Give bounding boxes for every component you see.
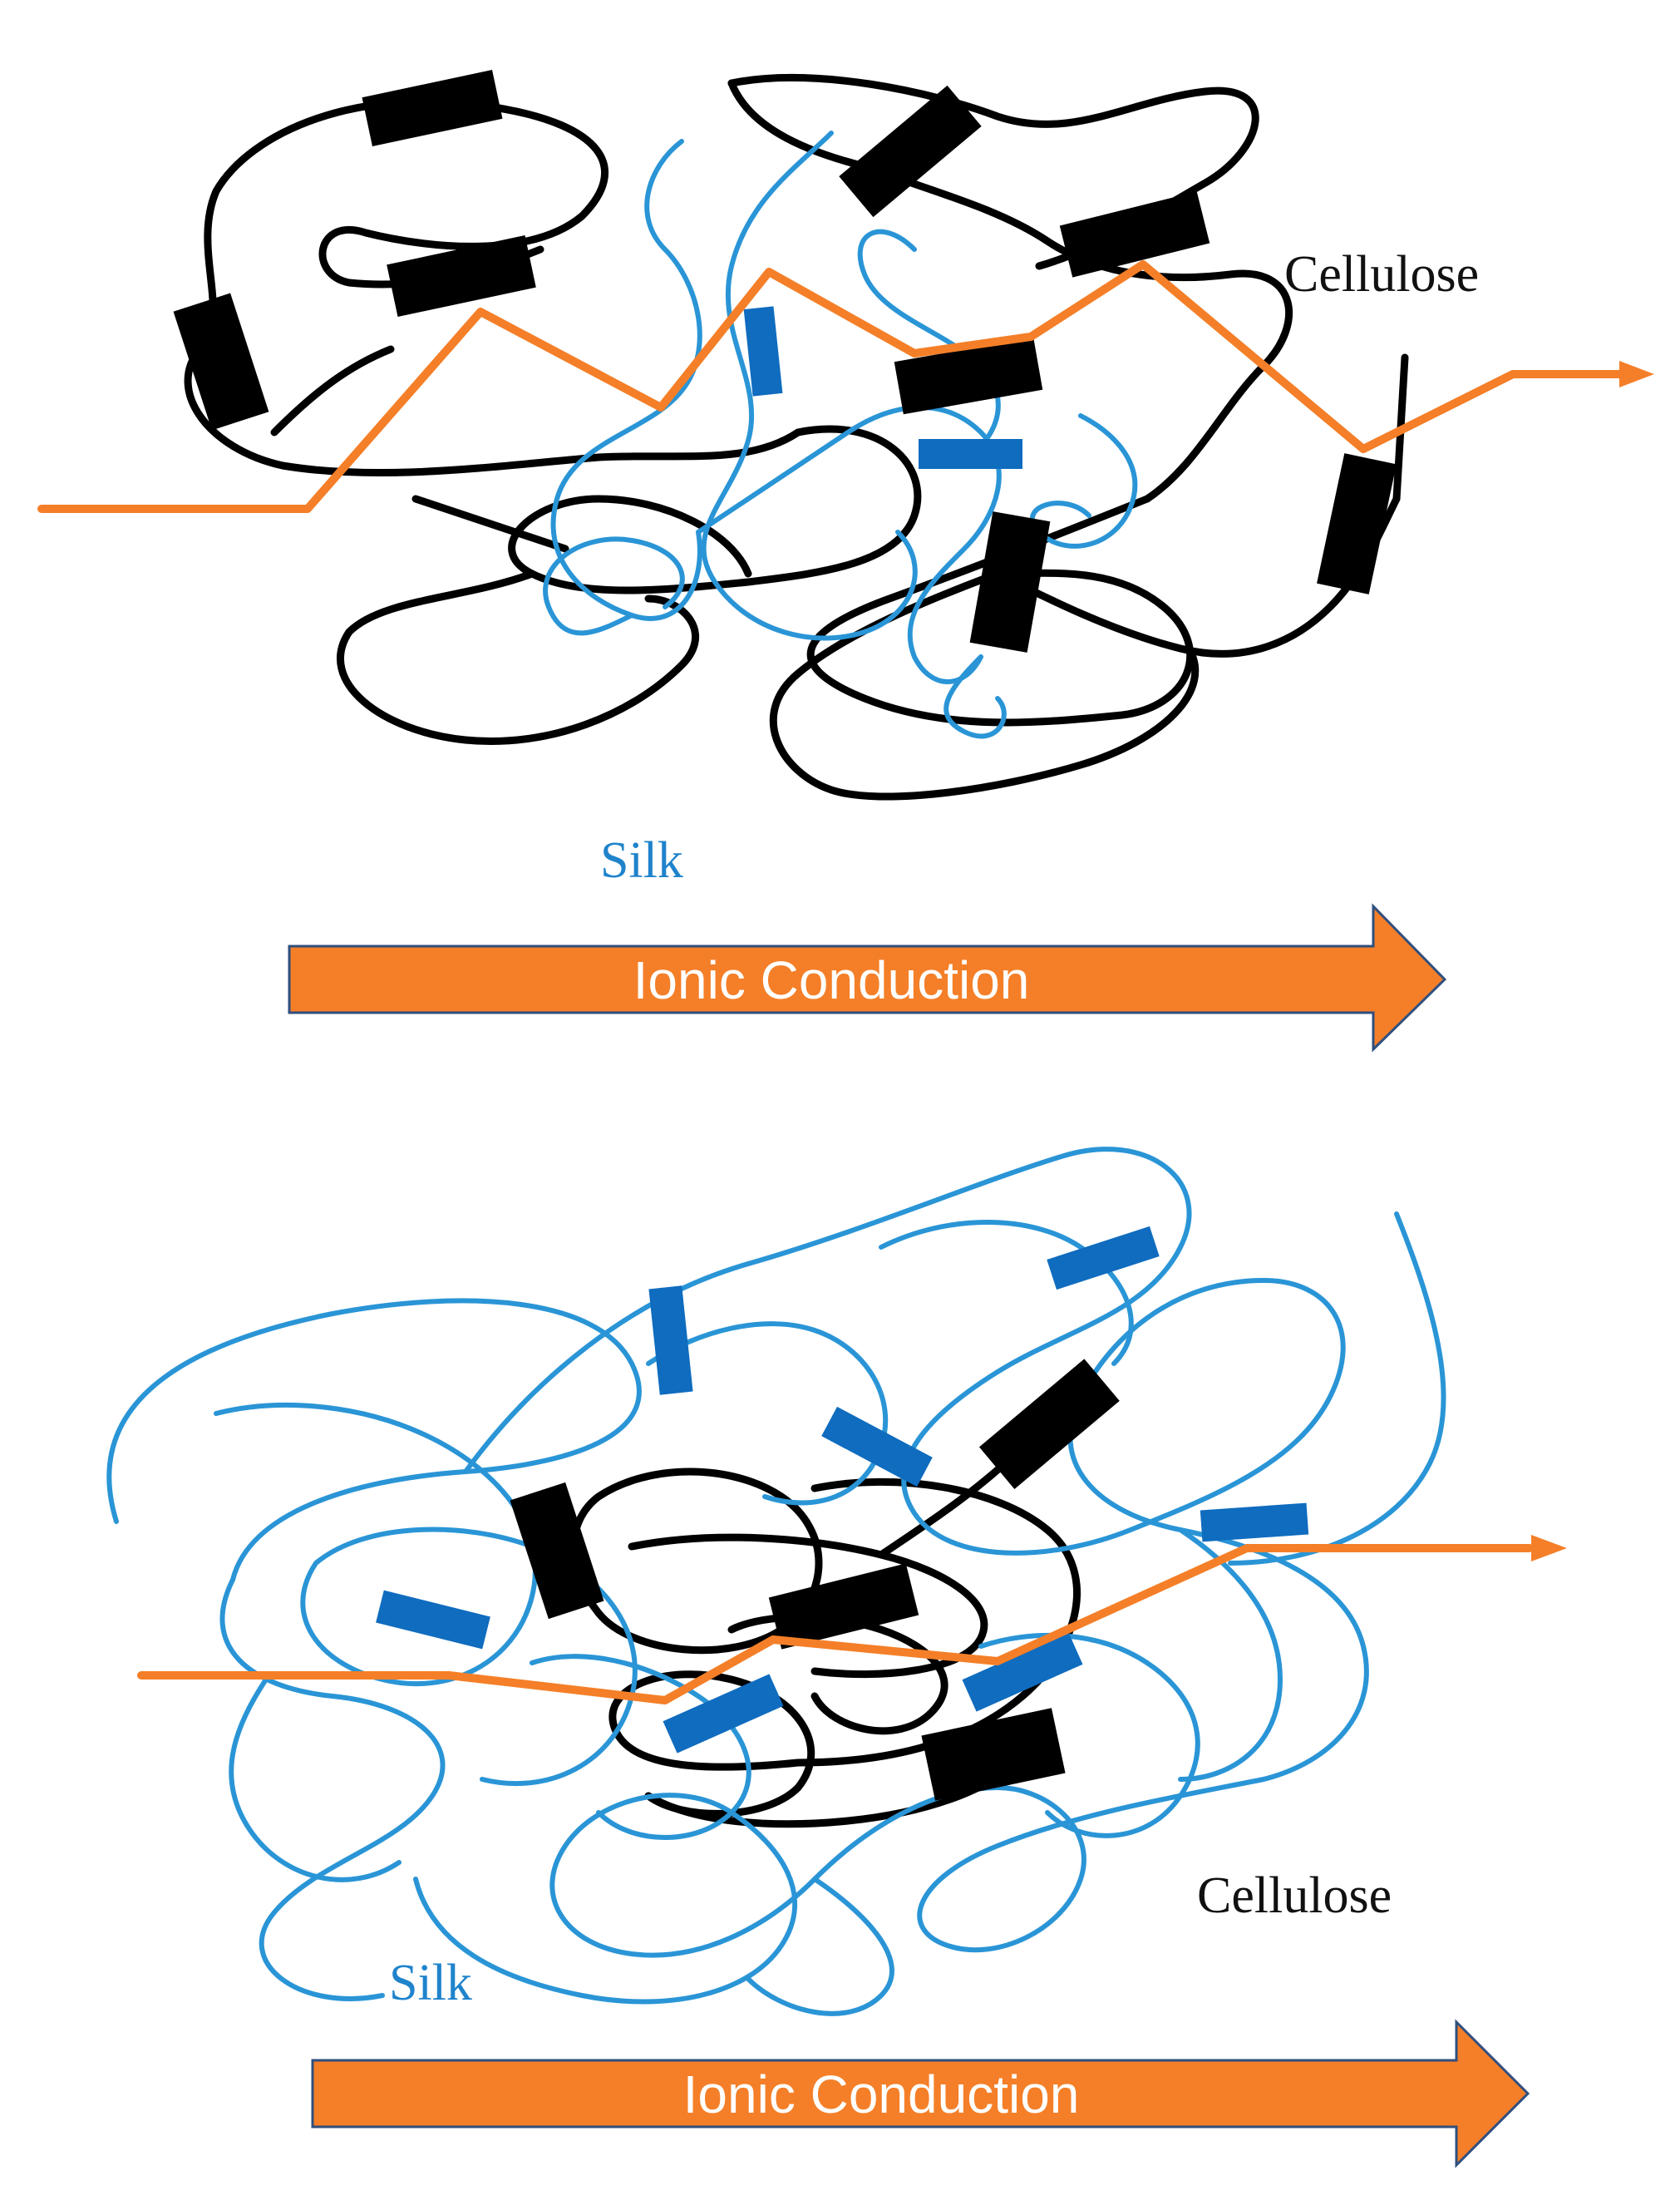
top-silk-blocks [743,306,1022,469]
silk-chain [530,1654,751,1840]
silk-chain [463,1147,1192,1474]
silk-chain [1178,1527,1283,1782]
silk-block [648,1285,693,1395]
bottom-ionic-conduction-label: Ionic Conduction [683,2064,1080,2124]
cellulose-chain [628,1533,988,1679]
silk-chain [943,654,1007,739]
cellulose-chain [184,97,802,477]
cellulose-block [387,235,536,317]
cellulose-block [173,293,269,431]
top-panel: Cellulose Silk Ionic Conduction [37,70,1654,1053]
cellulose-block [1059,191,1210,278]
silk-block [376,1590,490,1650]
cellulose-block [969,511,1051,653]
silk-chain [229,1677,402,1882]
silk-block [663,1674,784,1754]
cellulose-block [510,1482,604,1620]
silk-block [1047,1226,1160,1290]
silk-chain [106,1298,642,1582]
top-ionic-conduction-arrow: Ionic Conduction [288,903,1447,1053]
cellulose-chain [270,345,395,437]
silk-chain [219,1577,446,2001]
top-cellulose-chains [184,74,1409,801]
silk-chain [857,229,1001,468]
cellulose-chain [608,1670,815,1818]
silk-chain [879,1220,1134,1366]
bottom-panel: Cellulose Silk Ionic Conduction [106,1147,1567,2168]
silk-block [821,1406,933,1487]
top-conduction-path-arrowhead [1619,361,1654,387]
bottom-conduction-path [137,1544,1534,1704]
bottom-cellulose-label: Cellulose [1197,1867,1392,1924]
bottom-silk-label: Silk [389,1955,472,2011]
cellulose-chain [411,495,569,553]
cellulose-block [362,70,503,146]
bottom-silk-blocks [376,1226,1309,1754]
silk-chain [701,131,918,641]
bottom-ionic-conduction-arrow: Ionic Conduction [311,2019,1530,2168]
cellulose-block [768,1563,919,1650]
top-silk-label: Silk [600,832,683,889]
silk-chain [917,1777,1266,1953]
top-cellulose-blocks [173,70,1397,653]
silk-chain [1030,413,1138,549]
top-silk-chains [543,131,1138,739]
top-cellulose-label: Cellulose [1284,246,1479,303]
cellulose-chain [337,570,700,746]
bottom-cellulose-blocks [510,1359,1120,1801]
silk-chain [543,536,685,636]
silk-block [1200,1502,1309,1542]
silk-chain [746,1877,894,2016]
cellulose-block [921,1708,1066,1801]
silk-chain [214,1403,538,1687]
silk-chain [1228,1211,1446,1566]
top-ionic-conduction-label: Ionic Conduction [633,950,1030,1010]
silk-chain [696,405,1002,684]
top-conduction-path [37,260,1625,513]
silk-block [743,306,783,397]
cellulose-block [978,1359,1120,1489]
cellulose-chain [508,425,922,594]
cellulose-block [894,337,1043,415]
silk-block [962,1632,1083,1712]
silk-chain [313,1527,638,1787]
silk-chain [550,139,702,621]
cellulose-chain [794,1477,1081,1767]
cellulose-block [1317,453,1397,594]
silk-chain [549,1785,1000,1958]
silk-chain [646,1321,889,1506]
silk-block [919,439,1022,469]
cellulose-block [839,85,982,218]
bottom-conduction-path-arrowhead [1531,1535,1567,1561]
silk-chain [413,1810,798,2005]
cellulose-chain [806,495,1195,727]
